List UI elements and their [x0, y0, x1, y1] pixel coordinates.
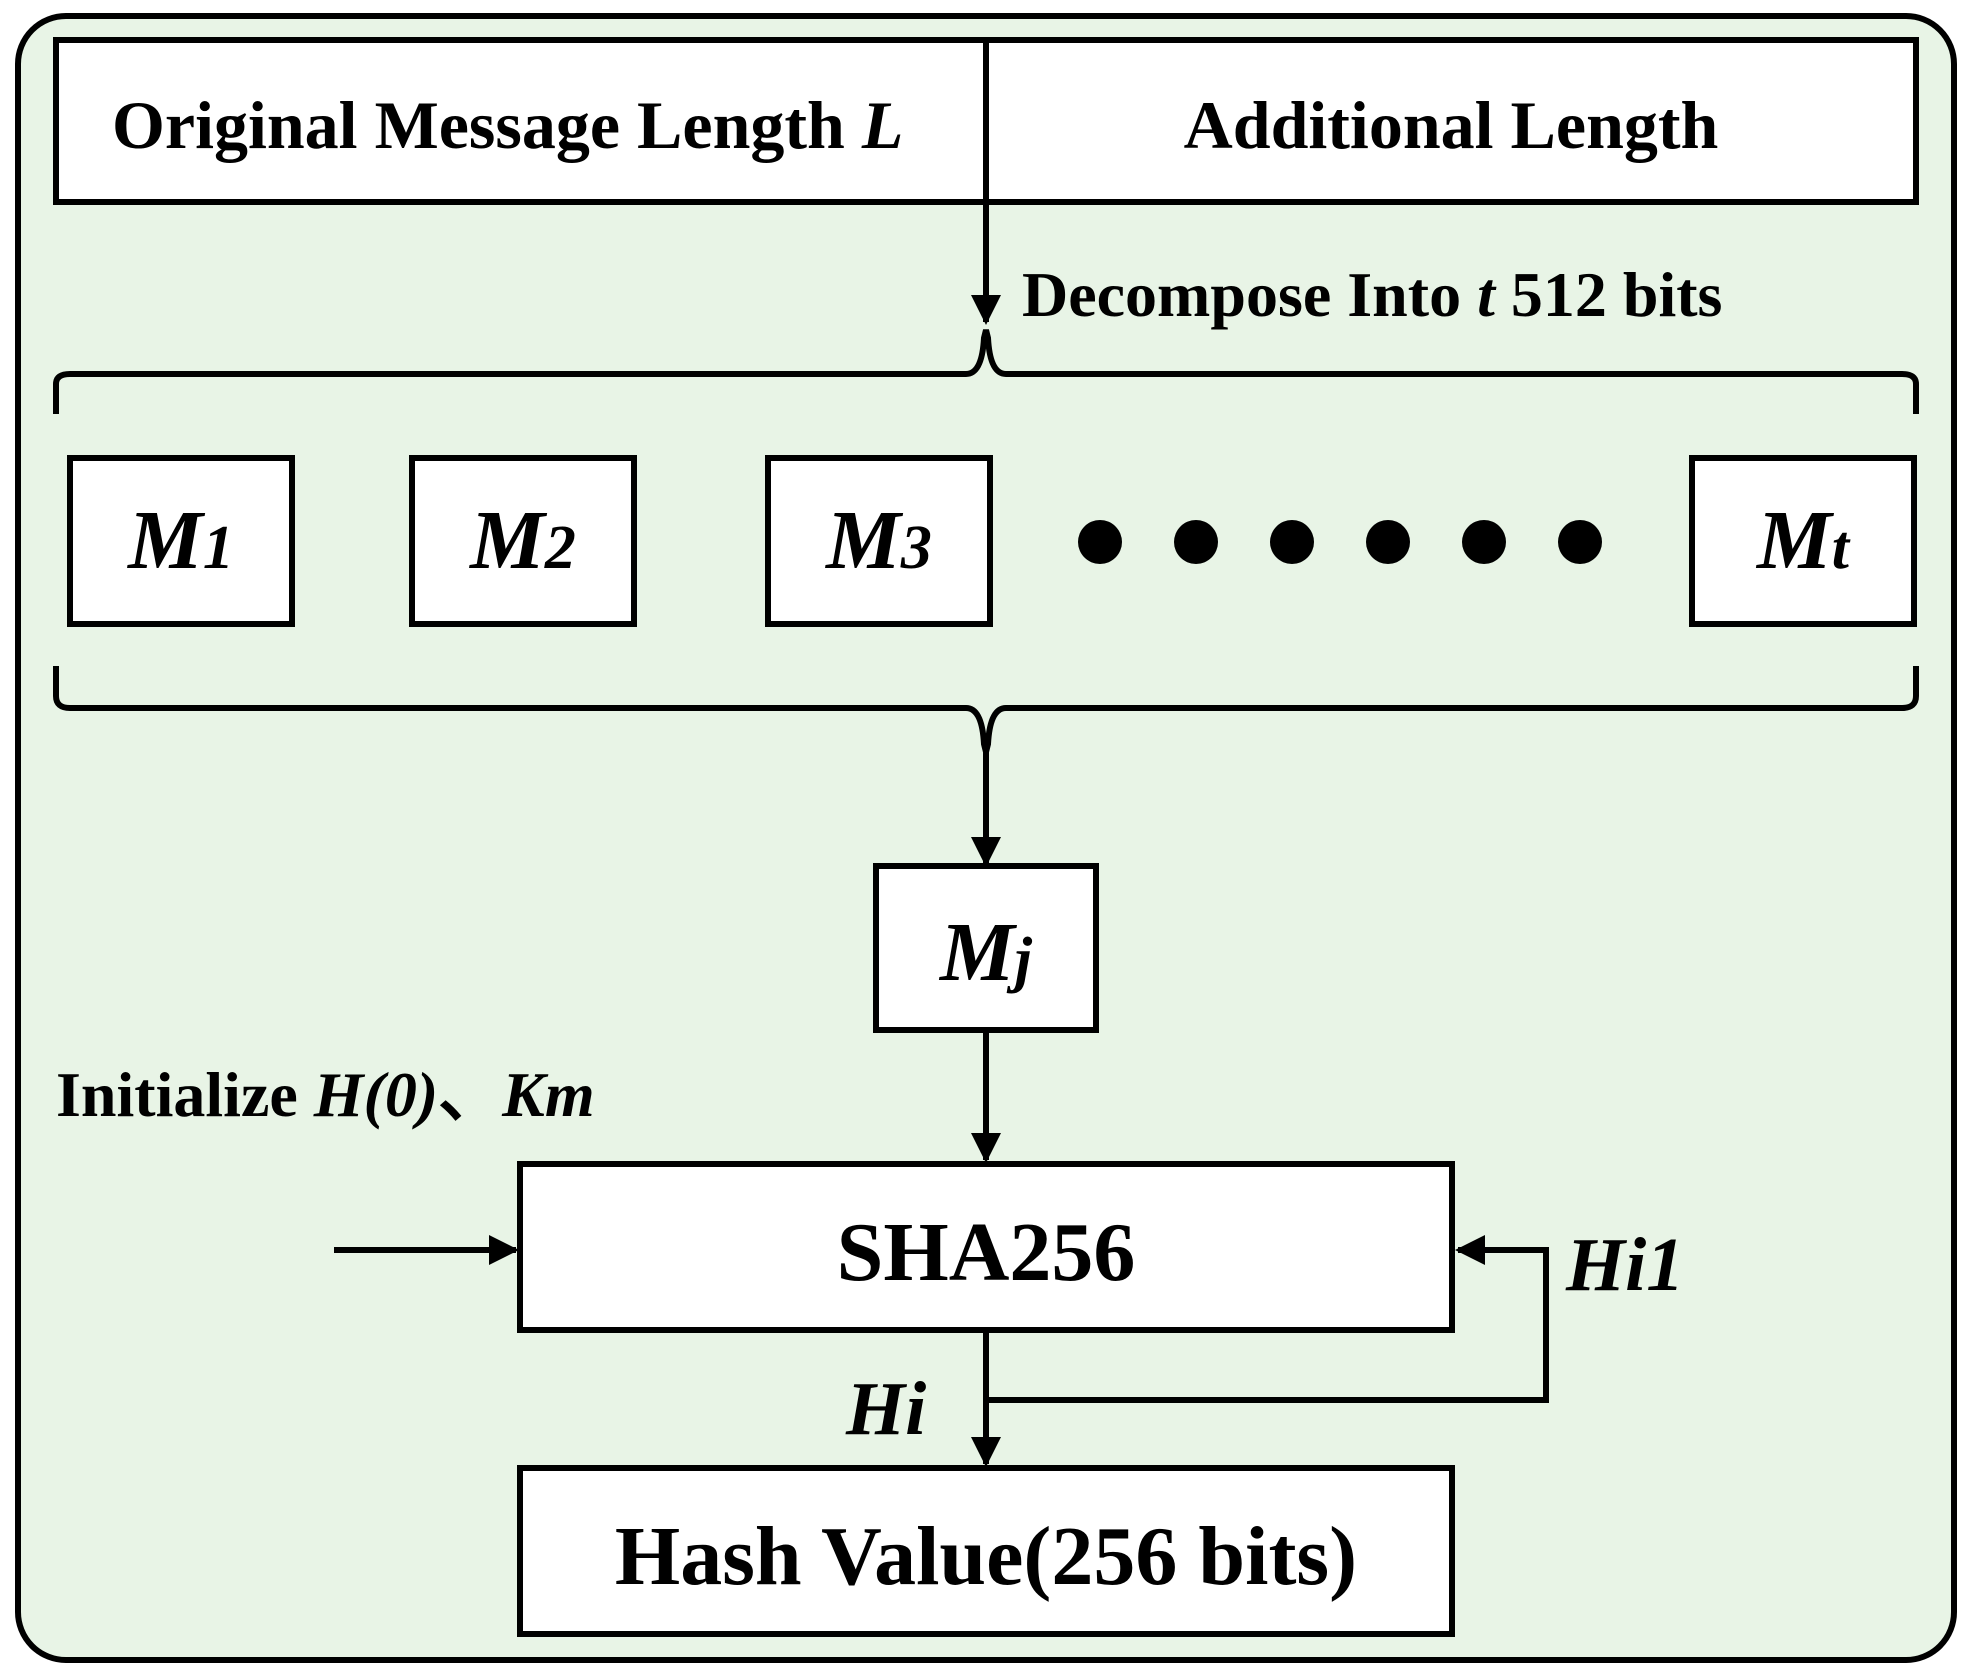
message-block-t: Mt	[1689, 455, 1917, 627]
hash-value-label: Hash Value(256 bits)	[615, 1510, 1357, 1603]
selected-block-mj: Mj	[873, 863, 1099, 1033]
output-label: Hi	[845, 1367, 926, 1451]
svg-text:M1: M1	[126, 494, 234, 587]
ellipsis-dots	[1078, 520, 1602, 564]
message-block-1: M1	[67, 455, 295, 627]
additional-length-box	[983, 37, 1919, 205]
top-brace	[53, 329, 1919, 414]
svg-text:Mj: Mj	[938, 906, 1033, 999]
svg-text:M3: M3	[824, 494, 932, 587]
length-symbol: L	[861, 87, 904, 163]
message-header: Original Message Length L Additional Len…	[53, 37, 1919, 205]
message-block-row: M1 M2 M3 Mt	[67, 455, 1917, 627]
original-length-box	[53, 37, 989, 205]
feedback-label: Hi1	[1565, 1223, 1684, 1307]
original-length-label: Original Message Length L	[112, 87, 903, 163]
sha256-box: SHA256	[517, 1161, 1455, 1333]
additional-length-label: Additional Length	[1184, 87, 1719, 163]
feedback-loop	[986, 1235, 1549, 1403]
message-block-2: M2	[409, 455, 637, 627]
hash-value-box: Hash Value(256 bits)	[517, 1465, 1455, 1637]
sha256-label: SHA256	[837, 1206, 1136, 1299]
initialize-label: Initialize H(0)、Km	[56, 1059, 595, 1130]
message-block-3: M3	[765, 455, 993, 627]
decompose-label: Decompose Into t 512 bits	[1022, 259, 1722, 330]
svg-text:M2: M2	[468, 494, 576, 587]
svg-text:Mt: Mt	[1755, 494, 1851, 587]
